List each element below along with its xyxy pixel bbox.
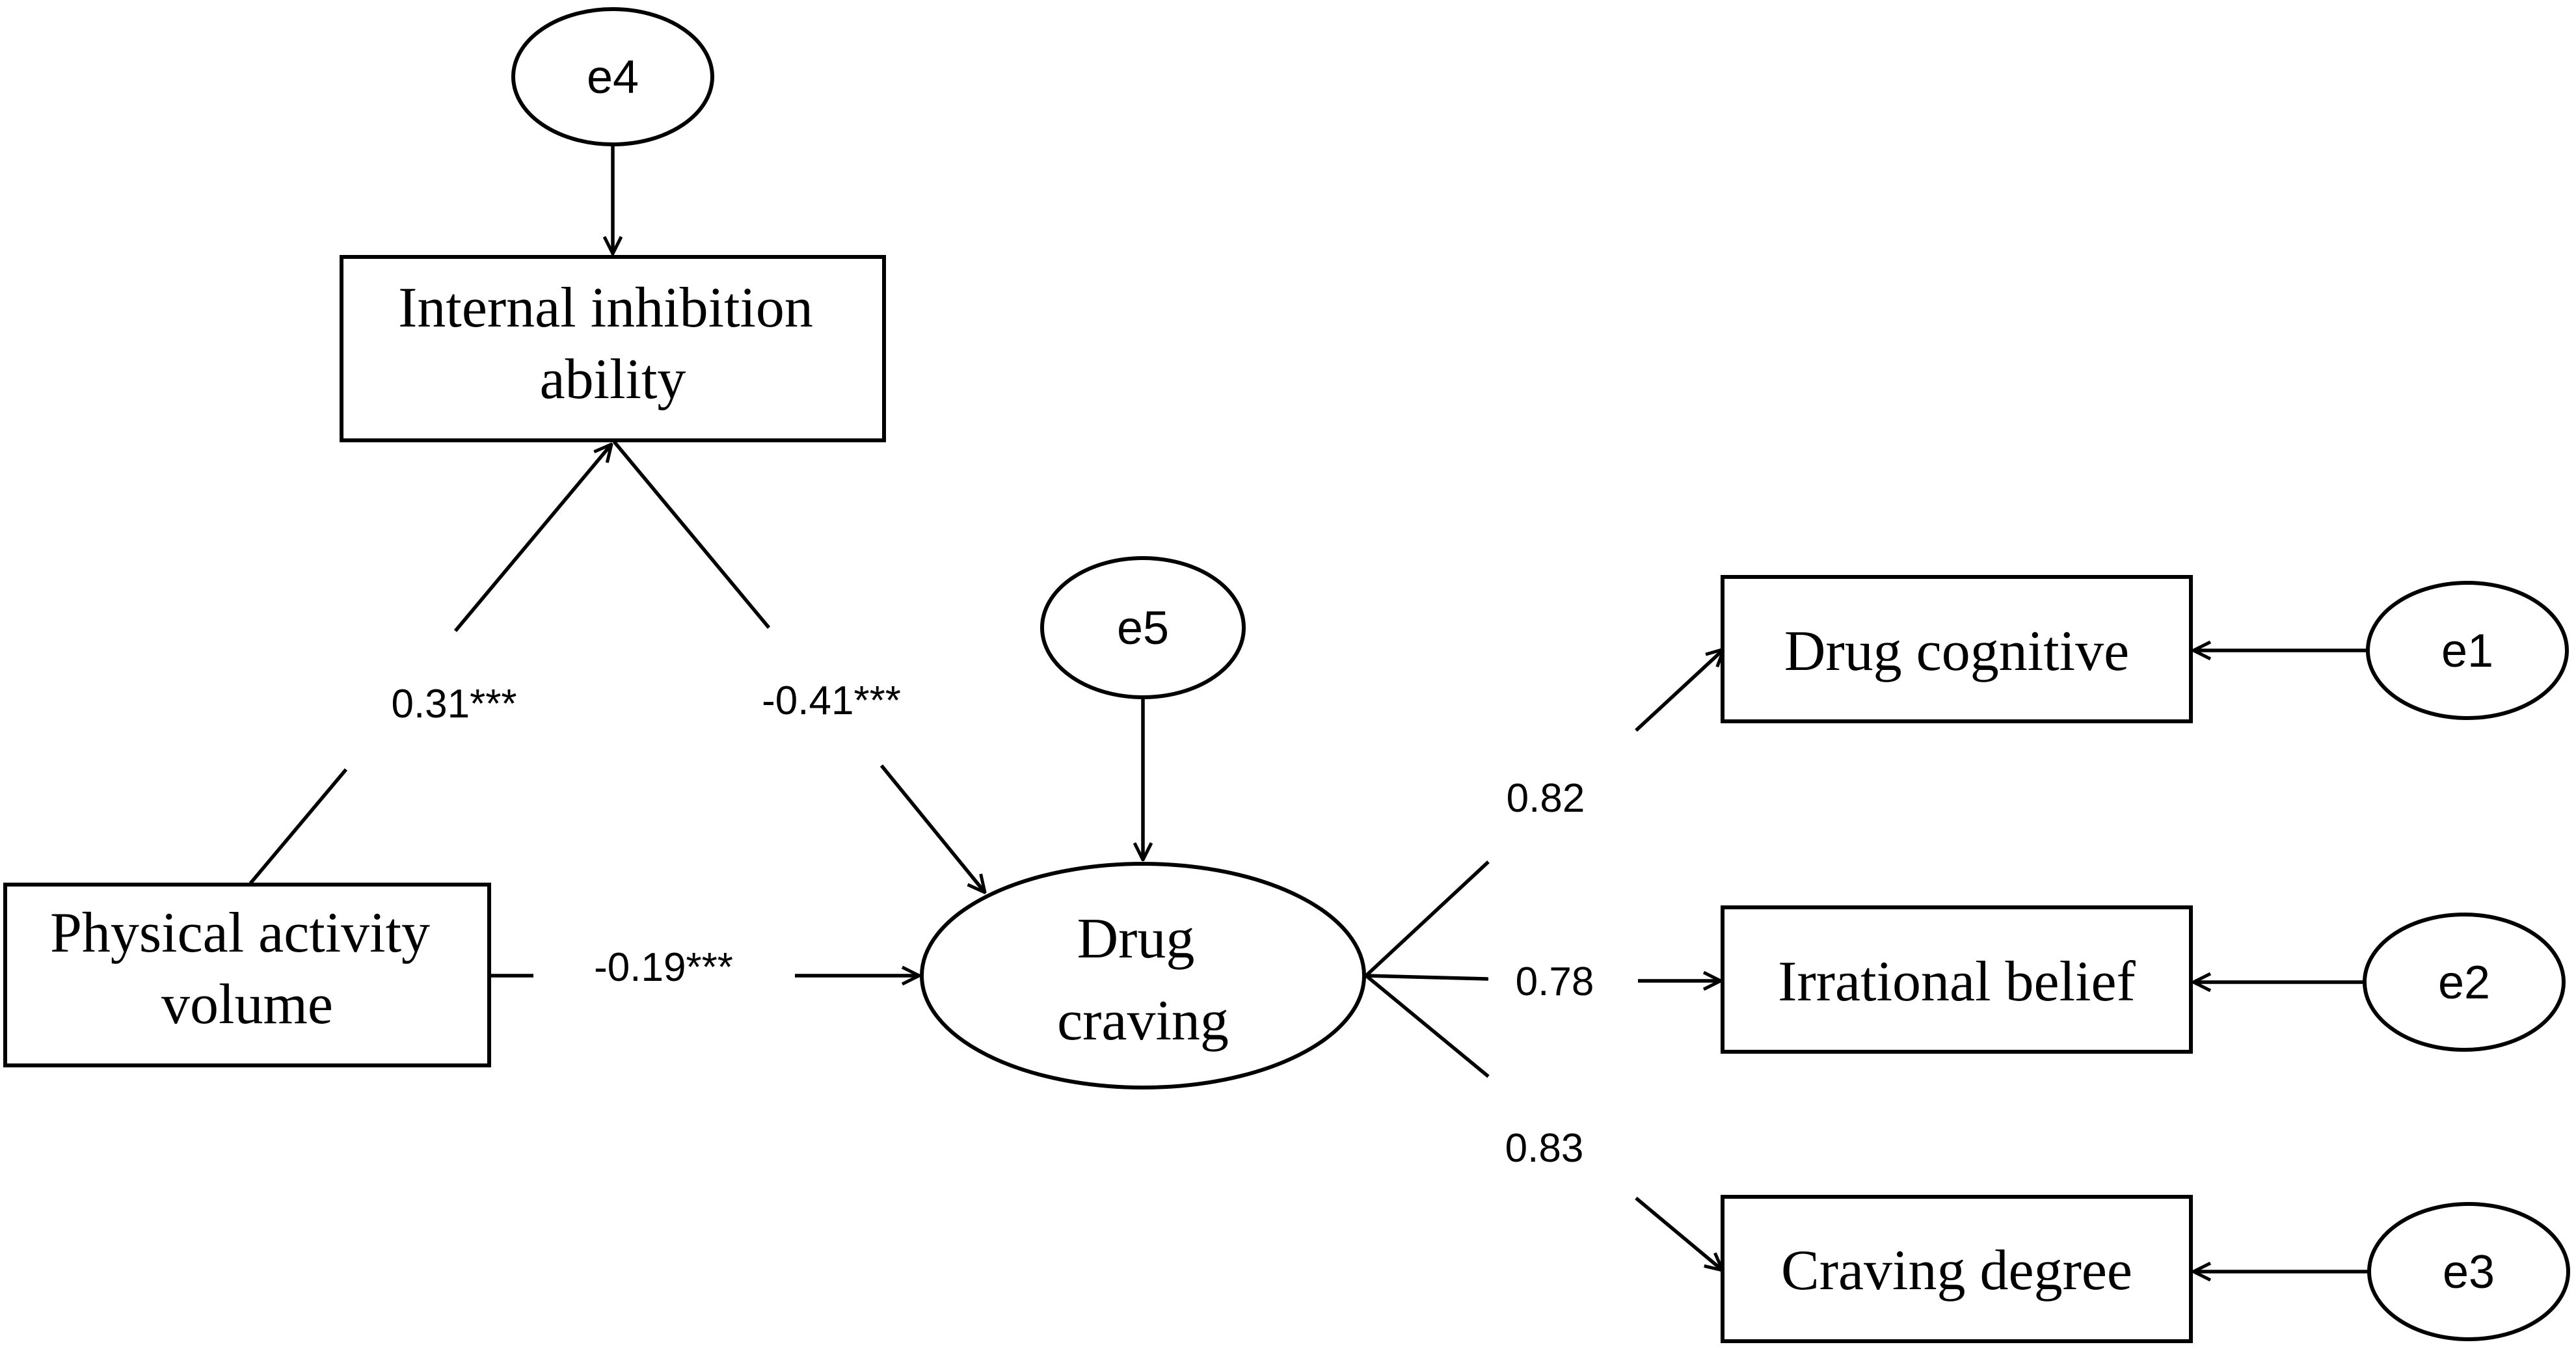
node-craving-degree — [1721, 1195, 2193, 1343]
node-drug-cognitive — [1721, 575, 2193, 723]
edge-iia-to-dc-upper — [612, 440, 771, 629]
node-drug-craving-line1: Drug — [1077, 907, 1195, 970]
node-craving-degree-label: Craving degree — [1781, 1239, 2132, 1302]
edge-dc-to-cognitive-lower — [1365, 860, 1490, 978]
error-e4-label: e4 — [587, 51, 639, 103]
node-irrational-belief-label: Irrational belief — [1778, 950, 2136, 1013]
edge-iia-to-dc-lower — [879, 764, 985, 892]
edge-pa-to-iia-upper — [453, 444, 611, 632]
node-internal-inhibition — [340, 255, 886, 442]
coef-iia-to-dc: -0.41*** — [762, 678, 901, 723]
edge-dc-to-cognitive-upper — [1635, 649, 1724, 732]
node-physical-activity-line1: Physical activity — [50, 902, 430, 965]
node-internal-inhibition-line2: ability — [540, 348, 686, 411]
node-physical-activity-line2: volume — [161, 973, 333, 1036]
coef-pa-to-iia: 0.31*** — [391, 682, 517, 727]
edge-dc-to-degree-upper — [1365, 974, 1490, 1078]
error-e1-label: e1 — [2441, 625, 2493, 677]
node-drug-cognitive-label: Drug cognitive — [1784, 620, 2129, 683]
coef-dc-to-irrational: 0.78 — [1516, 959, 1594, 1004]
edge-dc-to-degree-lower — [1635, 1196, 1723, 1270]
coef-dc-to-cognitive: 0.82 — [1507, 776, 1585, 821]
node-internal-inhibition-label: Internal inhibition ability — [398, 276, 827, 411]
node-irrational-belief — [1721, 905, 2193, 1054]
error-e3-label: e3 — [2443, 1246, 2495, 1298]
node-drug-craving-line2: craving — [1057, 989, 1229, 1052]
coef-dc-to-degree: 0.83 — [1505, 1126, 1584, 1171]
node-physical-activity-label: Physical activity volume — [50, 902, 444, 1036]
coef-pa-to-dc: -0.19*** — [594, 945, 733, 990]
node-drug-craving-label: Drug craving — [1057, 907, 1229, 1052]
error-e5-label: e5 — [1117, 602, 1169, 654]
node-internal-inhibition-line1: Internal inhibition — [398, 276, 813, 340]
node-drug-craving — [920, 862, 1366, 1089]
error-e2-label: e2 — [2438, 957, 2490, 1009]
edge-dc-to-irrational-left — [1365, 974, 1489, 981]
node-physical-activity — [3, 883, 491, 1067]
edge-pa-to-iia-lower — [248, 768, 348, 885]
